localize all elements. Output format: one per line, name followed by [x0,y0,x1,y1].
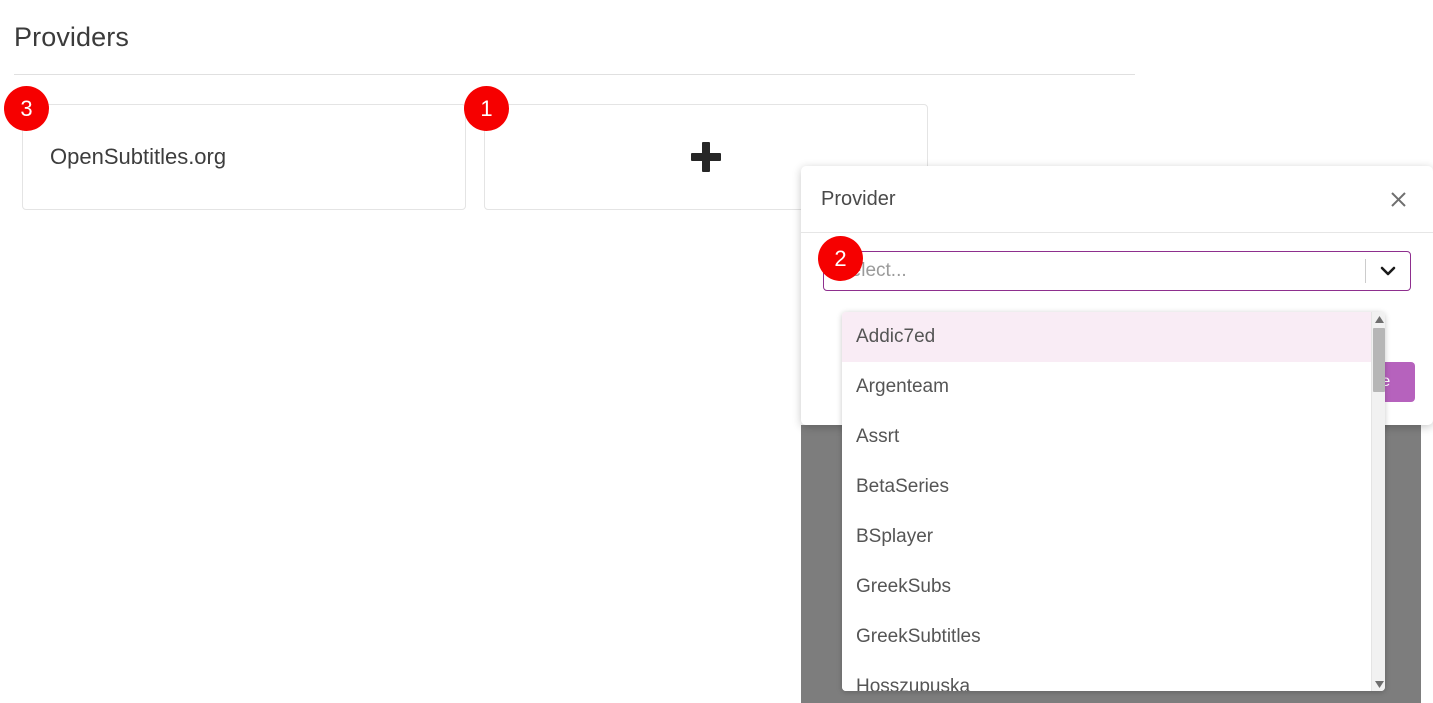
chevron-down-icon[interactable] [1366,261,1410,281]
close-icon[interactable] [1385,186,1411,212]
provider-option-list: Addic7ed Argenteam Assrt BetaSeries BSpl… [842,312,1371,691]
provider-card-label: OpenSubtitles.org [50,144,227,169]
provider-dropdown-menu: Addic7ed Argenteam Assrt BetaSeries BSpl… [842,312,1385,691]
list-item[interactable]: GreekSubtitles [842,612,1371,662]
step-badge-1: 1 [464,86,509,131]
provider-card-opensubtitles[interactable]: OpenSubtitles.org [22,104,466,210]
plus-icon [691,142,721,172]
page-title: Providers [14,22,129,52]
header-divider [14,74,1135,75]
list-item[interactable]: GreekSubs [842,562,1371,612]
list-item[interactable]: Assrt [842,412,1371,462]
scrollbar-thumb[interactable] [1373,328,1385,392]
list-item[interactable]: Argenteam [842,362,1371,412]
modal-title: Provider [821,187,896,210]
modal-body: Select... [801,233,1433,291]
select-indicators [1365,252,1410,290]
step-badge-3: 3 [4,86,49,131]
scroll-down-arrow-icon[interactable] [1372,677,1385,691]
select-divider [1365,259,1366,283]
list-item[interactable]: BetaSeries [842,462,1371,512]
dropdown-scrollbar[interactable] [1371,312,1385,691]
list-item[interactable]: Hosszupuska [842,662,1371,691]
modal-header: Provider [801,166,1433,233]
list-item[interactable]: Addic7ed [842,312,1371,362]
step-badge-2: 2 [818,236,863,281]
scroll-up-arrow-icon[interactable] [1372,312,1385,326]
provider-select[interactable]: Select... [823,251,1411,291]
list-item[interactable]: BSplayer [842,512,1371,562]
